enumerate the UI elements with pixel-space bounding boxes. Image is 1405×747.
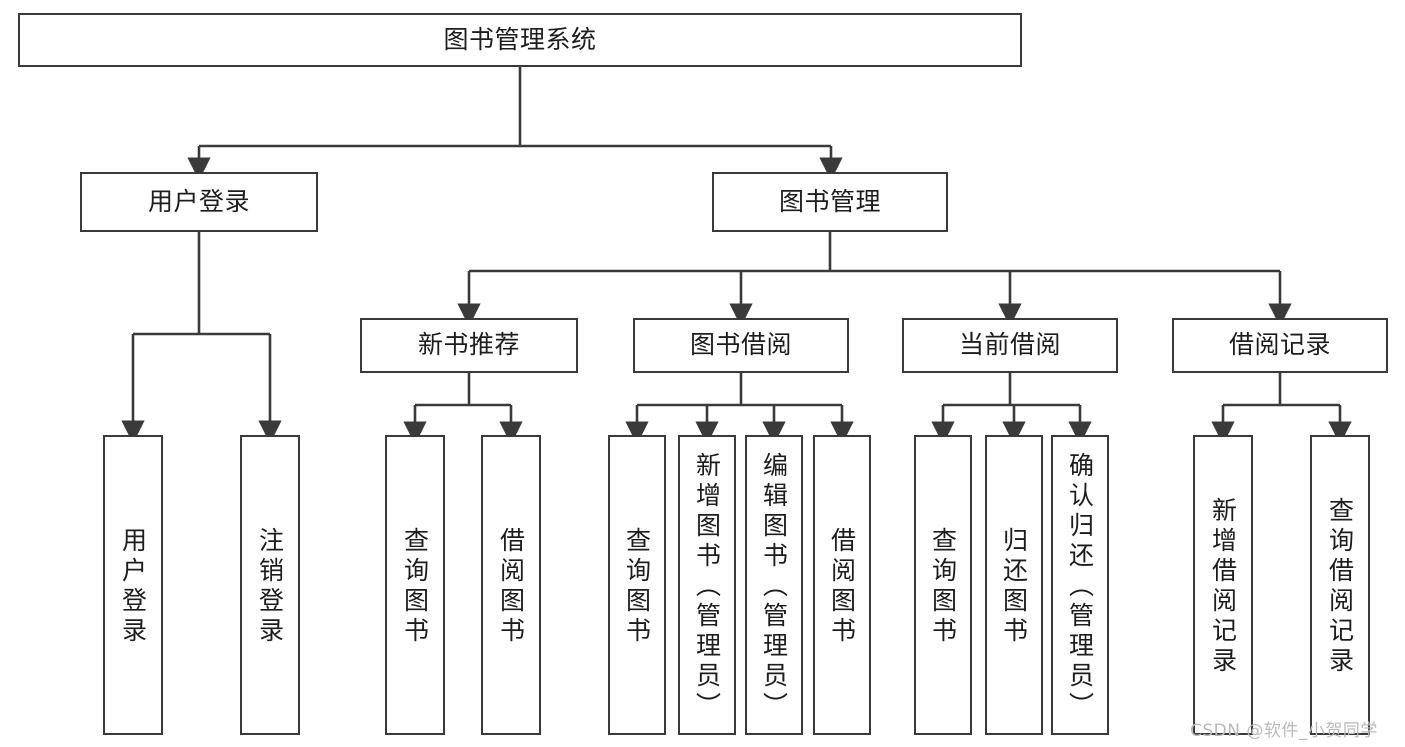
node-user-login-label: 用户登录 (147, 186, 250, 216)
node-leaf-edit-book-label: 编辑图书（管理员） (759, 452, 789, 722)
node-leaf-add-record[interactable]: 新增借阅记录 (1193, 435, 1253, 735)
node-leaf-logout-label: 注销登录 (255, 527, 285, 647)
node-leaf-query-book-1-label: 查询图书 (400, 527, 430, 647)
node-leaf-query-book-2-label: 查询图书 (622, 527, 652, 647)
node-borrow-record-label: 借阅记录 (1228, 330, 1331, 360)
node-book-manage-label: 图书管理 (778, 186, 881, 216)
node-leaf-add-book[interactable]: 新增图书（管理员） (678, 435, 736, 735)
node-root[interactable]: 图书管理系统 (18, 13, 1022, 67)
node-new-book-recommend[interactable]: 新书推荐 (360, 318, 578, 373)
node-leaf-query-book-3-label: 查询图书 (928, 527, 958, 647)
node-user-login[interactable]: 用户登录 (80, 172, 318, 232)
node-leaf-user-login[interactable]: 用户登录 (103, 435, 163, 735)
node-leaf-add-book-label: 新增图书（管理员） (692, 452, 722, 722)
node-leaf-confirm-return[interactable]: 确认归还（管理员） (1051, 435, 1109, 735)
node-leaf-add-record-label: 新增借阅记录 (1208, 497, 1238, 677)
node-book-borrow-label: 图书借阅 (689, 330, 792, 360)
node-current-borrow-label: 当前借阅 (958, 330, 1061, 360)
node-leaf-confirm-return-label: 确认归还（管理员） (1065, 452, 1095, 722)
node-new-book-recommend-label: 新书推荐 (417, 330, 520, 360)
node-leaf-query-record-label: 查询借阅记录 (1325, 497, 1355, 677)
node-borrow-record[interactable]: 借阅记录 (1172, 318, 1388, 373)
node-leaf-user-login-label: 用户登录 (118, 527, 148, 647)
node-leaf-logout[interactable]: 注销登录 (240, 435, 300, 735)
node-book-manage[interactable]: 图书管理 (712, 172, 948, 232)
node-leaf-borrow-book-1[interactable]: 借阅图书 (481, 435, 541, 735)
node-leaf-query-book-1[interactable]: 查询图书 (385, 435, 445, 735)
node-root-label: 图书管理系统 (443, 24, 597, 54)
node-book-borrow[interactable]: 图书借阅 (633, 318, 849, 373)
node-leaf-query-book-2[interactable]: 查询图书 (608, 435, 666, 735)
node-leaf-query-book-3[interactable]: 查询图书 (914, 435, 972, 735)
node-leaf-borrow-book-2-label: 借阅图书 (827, 527, 857, 647)
node-leaf-return-book-label: 归还图书 (999, 527, 1029, 647)
node-leaf-return-book[interactable]: 归还图书 (985, 435, 1043, 735)
node-leaf-borrow-book-2[interactable]: 借阅图书 (813, 435, 871, 735)
node-leaf-edit-book[interactable]: 编辑图书（管理员） (745, 435, 803, 735)
node-leaf-query-record[interactable]: 查询借阅记录 (1310, 435, 1370, 735)
watermark: CSDN @软件_小贺同学 (1190, 721, 1378, 741)
node-current-borrow[interactable]: 当前借阅 (902, 318, 1118, 373)
node-leaf-borrow-book-1-label: 借阅图书 (496, 527, 526, 647)
